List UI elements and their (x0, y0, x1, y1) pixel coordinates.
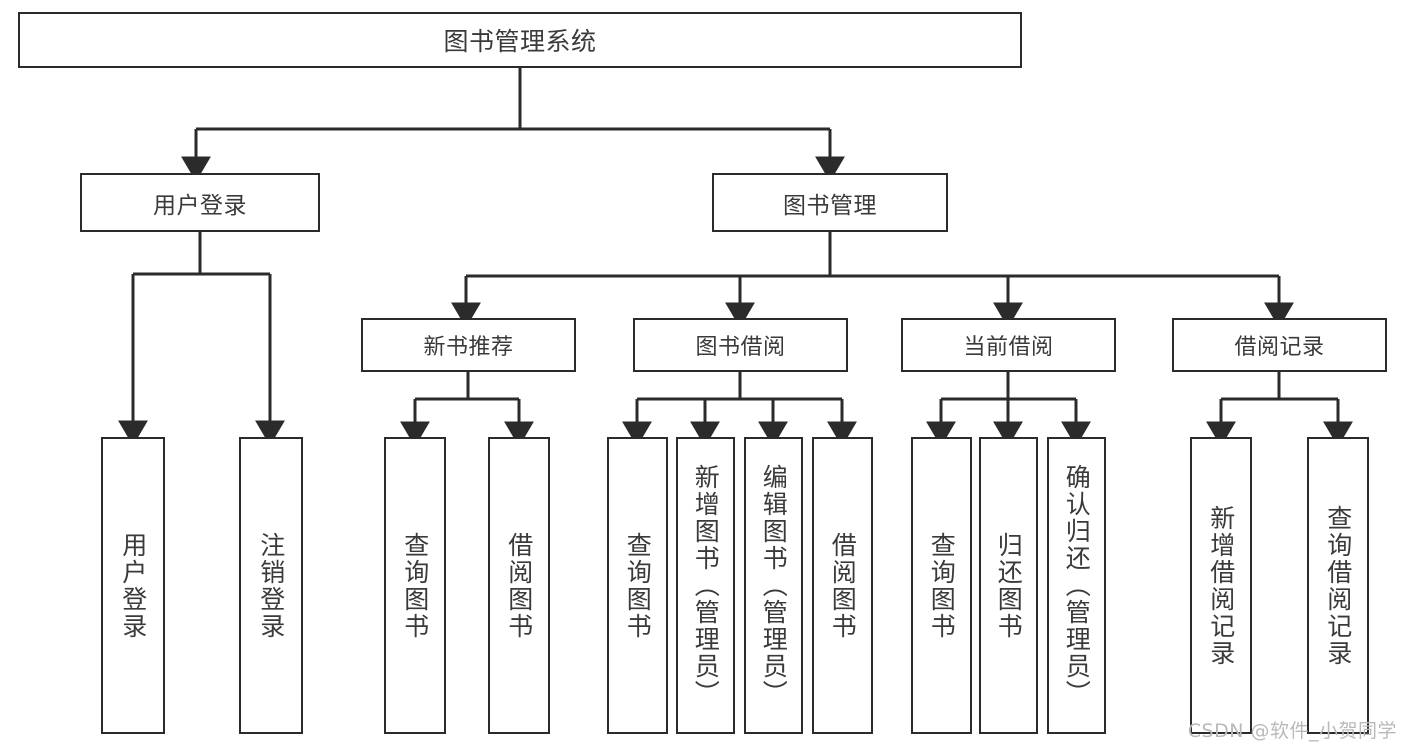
leaf-query-book-current[interactable]: 查询图书 (911, 437, 972, 734)
leaf-add-borrow-record[interactable]: 新增借阅记录 (1190, 437, 1252, 734)
leaf-borrow-book-recommend[interactable]: 借阅图书 (488, 437, 550, 734)
leaf-label: 编辑图书（管理员） (759, 464, 789, 707)
node-new-book-recommend[interactable]: 新书推荐 (361, 318, 576, 372)
node-user-login[interactable]: 用户登录 (80, 173, 320, 232)
leaf-label: 查询图书 (927, 531, 957, 640)
leaf-label: 确认归还（管理员） (1062, 464, 1092, 707)
leaf-borrow-book[interactable]: 借阅图书 (812, 437, 873, 734)
leaf-add-book-admin[interactable]: 新增图书（管理员） (676, 437, 735, 734)
leaf-label: 新增借阅记录 (1206, 504, 1236, 667)
node-book-borrow[interactable]: 图书借阅 (633, 318, 848, 372)
leaf-query-book-recommend[interactable]: 查询图书 (384, 437, 446, 734)
node-root-system[interactable]: 图书管理系统 (18, 12, 1022, 68)
leaf-confirm-return-admin[interactable]: 确认归还（管理员） (1047, 437, 1106, 734)
leaf-label: 查询图书 (623, 531, 653, 640)
node-book-management[interactable]: 图书管理 (712, 173, 948, 232)
leaf-label: 查询图书 (400, 531, 430, 640)
leaf-logout[interactable]: 注销登录 (239, 437, 303, 734)
node-current-borrow[interactable]: 当前借阅 (901, 318, 1116, 372)
leaf-label: 借阅图书 (504, 531, 534, 640)
leaf-label: 查询借阅记录 (1323, 504, 1353, 667)
leaf-label: 借阅图书 (828, 531, 858, 640)
csdn-watermark: CSDN @软件_小贺同学 (1187, 720, 1397, 742)
leaf-label: 注销登录 (256, 531, 286, 640)
leaf-query-borrow-record[interactable]: 查询借阅记录 (1307, 437, 1369, 734)
node-borrow-record[interactable]: 借阅记录 (1172, 318, 1387, 372)
leaf-query-book-borrow[interactable]: 查询图书 (607, 437, 668, 734)
leaf-label: 归还图书 (994, 531, 1024, 640)
leaf-edit-book-admin[interactable]: 编辑图书（管理员） (744, 437, 803, 734)
leaf-user-login[interactable]: 用户登录 (101, 437, 165, 734)
leaf-label: 用户登录 (118, 531, 148, 640)
leaf-label: 新增图书（管理员） (691, 464, 721, 707)
leaf-return-book[interactable]: 归还图书 (979, 437, 1038, 734)
